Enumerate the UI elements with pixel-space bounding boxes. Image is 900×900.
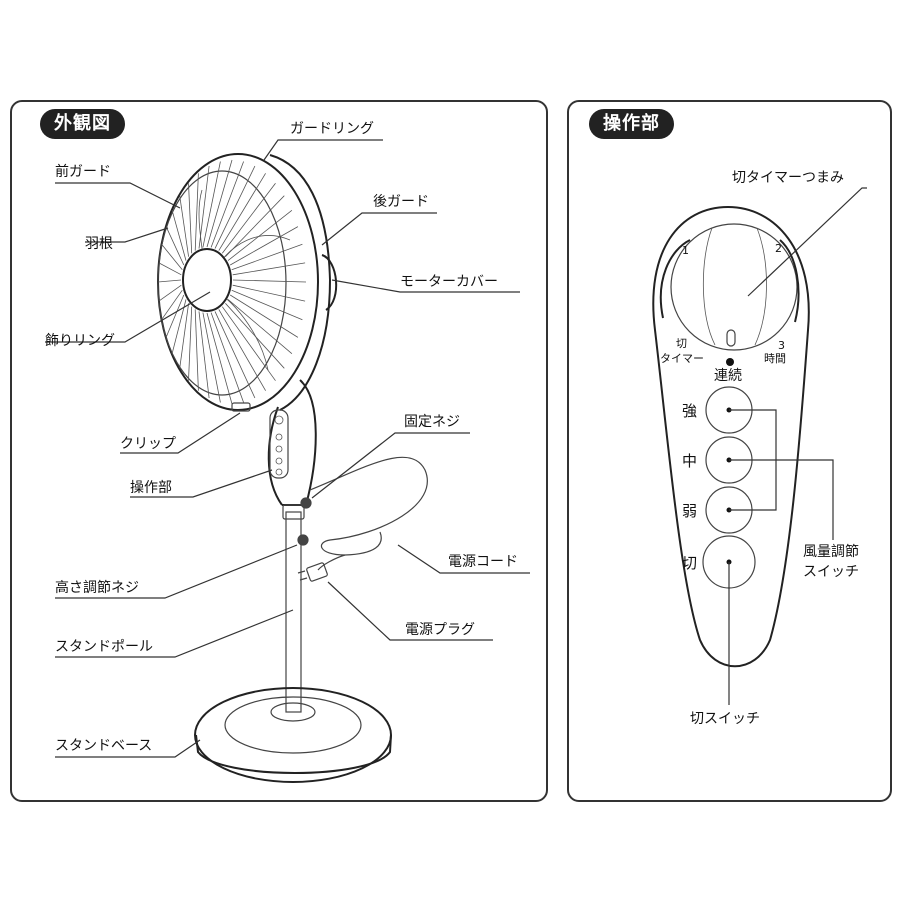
control-panel-title: 操作部 <box>589 109 674 139</box>
label-front-guard: 前ガード <box>55 163 111 180</box>
guard-wire <box>206 312 233 405</box>
guard-wire <box>227 209 293 261</box>
power-cord <box>309 456 428 556</box>
guard-wire <box>210 312 244 403</box>
guard-wire <box>221 183 276 254</box>
label-power-plug: 電源プラグ <box>405 622 475 638</box>
exterior-view-panel: 外観図 <box>10 100 548 802</box>
label-stand-base: スタンドベース <box>55 738 152 754</box>
front-guard-inner-ring <box>157 170 287 396</box>
guard-wire <box>221 306 276 381</box>
power-plug <box>297 554 346 582</box>
guard-wire <box>157 279 182 283</box>
guard-wire <box>188 306 193 381</box>
height-screw <box>297 534 309 546</box>
guard-wire <box>232 279 307 283</box>
guard-wire <box>202 161 221 248</box>
guard-wire <box>194 173 199 251</box>
clip <box>231 402 251 412</box>
guard-wire <box>158 262 182 276</box>
stand-base <box>194 687 392 783</box>
guard-wire <box>171 210 187 261</box>
guard-wire <box>231 289 303 321</box>
guard-wire <box>225 195 285 257</box>
label-fix-screw: 固定ネジ <box>404 414 460 430</box>
guard-wire <box>194 309 199 391</box>
guard-wire <box>232 284 306 302</box>
exterior-labels: ガードリング 前ガード 後ガード 羽根 モーターカバー 飾りリング クリップ 固… <box>45 121 518 754</box>
guard-wire <box>165 226 185 266</box>
guard-wire <box>232 262 306 276</box>
guard-wire <box>229 294 299 338</box>
guard-wire <box>227 299 293 355</box>
label-guard-ring: ガードリング <box>290 121 374 137</box>
label-control-unit: 操作部 <box>130 480 172 496</box>
stand-pole <box>282 504 309 713</box>
guard-wire <box>171 299 187 354</box>
label-blade: 羽根 <box>85 236 113 252</box>
guard-wire <box>179 195 189 257</box>
guard-wire <box>231 243 303 271</box>
guard-wire <box>202 312 221 403</box>
decor-ring <box>182 248 232 312</box>
guard-wire <box>218 309 266 391</box>
label-motor-cover: モーターカバー <box>400 274 498 290</box>
guard-wire <box>161 289 183 320</box>
label-decor-ring: 飾りリング <box>45 333 115 349</box>
guard-wire <box>165 294 185 338</box>
guard-wire <box>210 161 244 248</box>
label-height-screw: 高さ調節ネジ <box>55 579 139 596</box>
guard-wire <box>161 244 183 271</box>
fan-body <box>267 379 317 509</box>
guard-wire <box>230 226 299 266</box>
guard-wire <box>214 311 256 399</box>
label-power-cord: 電源コード <box>448 554 518 570</box>
control-panel: 操作部 <box>567 100 892 802</box>
fan-head <box>157 153 338 412</box>
front-guard <box>157 159 307 405</box>
guard-wire <box>225 303 285 369</box>
leader-lines <box>45 139 530 758</box>
rear-guard <box>269 154 332 411</box>
guard-wire <box>179 303 189 369</box>
label-clip: クリップ <box>120 436 176 452</box>
guard-wire <box>198 311 210 399</box>
guard-wire <box>206 159 233 248</box>
guard-wire <box>218 173 266 251</box>
guard-wire <box>158 284 182 302</box>
label-rear-guard: 後ガード <box>373 194 429 210</box>
guard-wire <box>188 183 193 254</box>
guard-wire <box>214 165 256 249</box>
control-unit <box>269 409 289 479</box>
fix-screw <box>300 497 312 509</box>
exterior-view-title: 外観図 <box>40 109 125 139</box>
label-stand-pole: スタンドポール <box>55 639 153 655</box>
